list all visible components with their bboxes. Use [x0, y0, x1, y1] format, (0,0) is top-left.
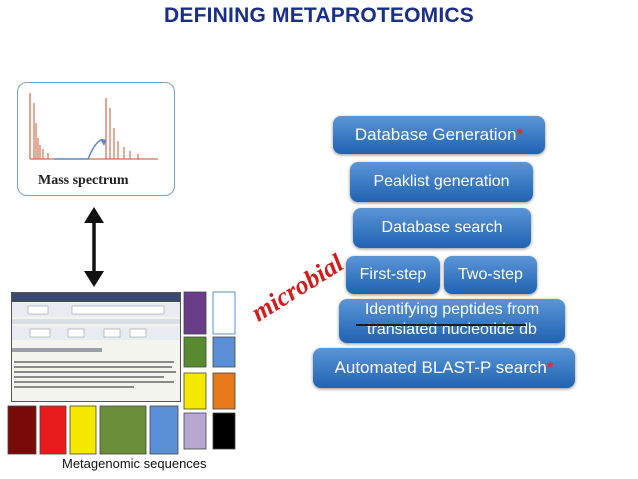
step-two-step: Two-step [444, 256, 537, 294]
step-peaklist-generation: Peaklist generation [350, 162, 533, 202]
swatch [8, 406, 36, 454]
swatch [213, 337, 235, 367]
swatch [213, 373, 235, 409]
page-title: DEFINING METAPROTEOMICS [0, 4, 638, 28]
step-label: Two-step [444, 256, 537, 294]
swatch [40, 406, 66, 454]
swatch [213, 292, 235, 334]
step-label: First-step [346, 256, 440, 294]
swatch [184, 337, 206, 367]
step-identifying-peptides: Identifying peptides from translated nuc… [339, 299, 565, 343]
microbial-annotation: microbial [246, 248, 349, 328]
step-label: Automated BLAST-P search [335, 358, 547, 377]
step-label: Peaklist generation [350, 162, 533, 202]
strikethrough-line [356, 324, 526, 326]
step-database-search: Database search [353, 208, 531, 248]
swatch [184, 292, 206, 334]
step-label: Database Generation [355, 125, 517, 144]
step-label: Database search [353, 208, 531, 248]
star-marker: * [547, 358, 554, 377]
mass-spectrum-label: Mass spectrum [38, 173, 129, 189]
step-label-line1: Identifying peptides from [339, 300, 565, 320]
step-first-step: First-step [346, 256, 440, 294]
swatch [184, 373, 206, 409]
swatch [213, 413, 235, 449]
step-label-line2: translated nucleotide db [339, 320, 565, 340]
step-automated-blast: Automated BLAST-P search* [313, 348, 575, 388]
sequence-viewer-image [12, 293, 180, 401]
sequence-viewer-screenshot [11, 292, 181, 402]
star-marker: * [516, 125, 523, 144]
double-arrow-icon [80, 205, 110, 289]
swatch [70, 406, 96, 454]
swatch [100, 406, 146, 454]
swatch [150, 406, 178, 454]
step-database-generation: Database Generation* [333, 116, 545, 154]
metagenomic-label: Metagenomic sequences [62, 456, 207, 471]
swatch [184, 413, 206, 449]
